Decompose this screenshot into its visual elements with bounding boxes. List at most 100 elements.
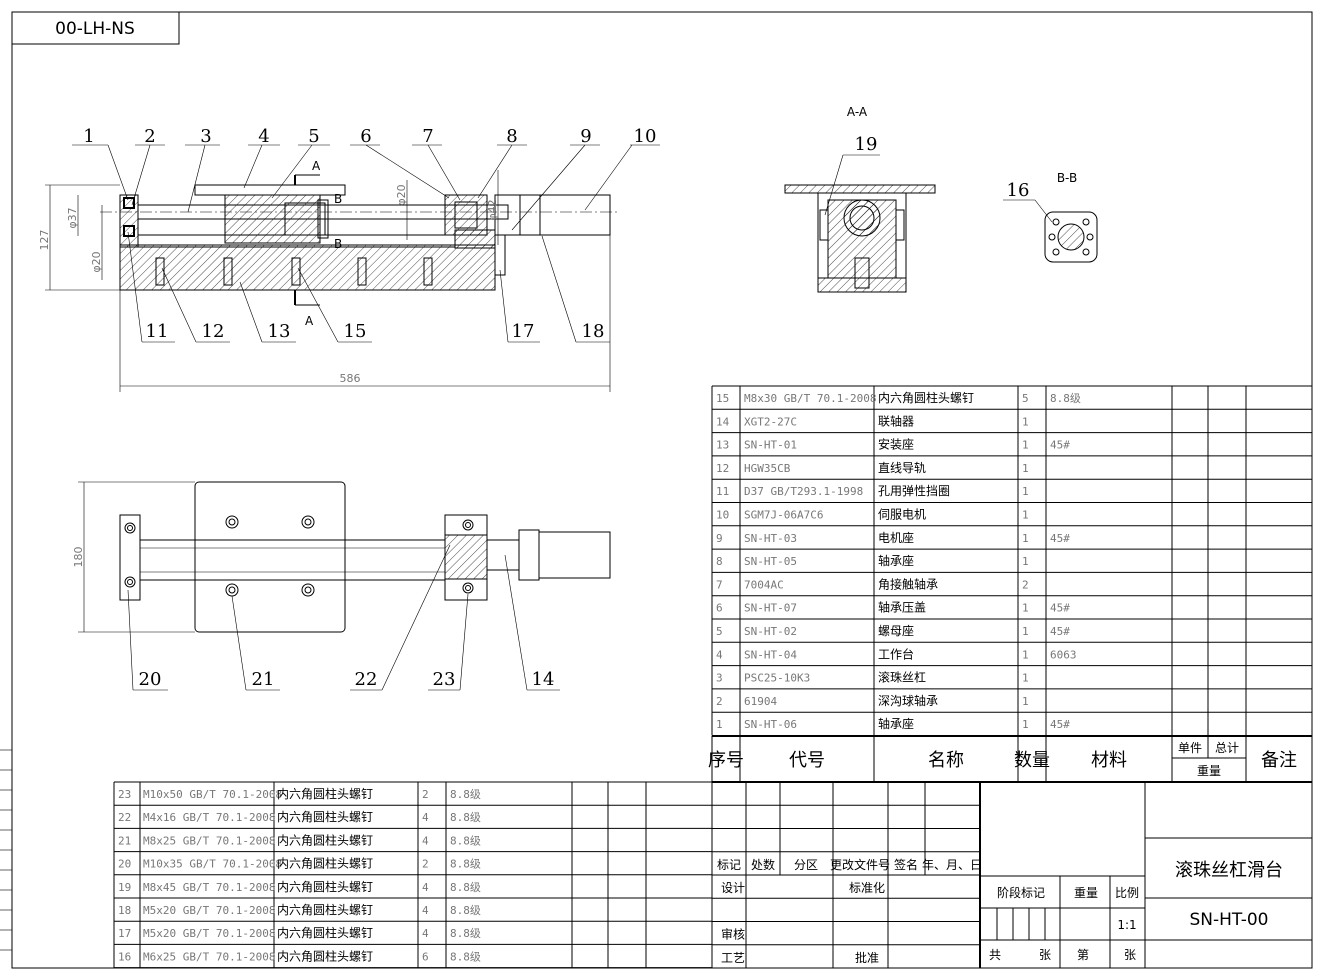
bom-name: 内六角圆柱头螺钉 xyxy=(277,856,373,871)
drawing-code: 00-LH-NS xyxy=(55,19,135,39)
dim-height: 127 xyxy=(38,230,51,251)
bom-no: 14 xyxy=(716,415,730,428)
bom-no: 15 xyxy=(716,392,729,405)
bom-name: 轴承压盖 xyxy=(878,600,926,615)
bom-material: 45# xyxy=(1050,718,1070,731)
header-qty: 数量 xyxy=(1014,750,1050,771)
bom-code: M10x35 GB/T 70.1-2008 xyxy=(143,858,282,871)
bom-qty: 1 xyxy=(1022,555,1029,568)
bom-name: 内六角圆柱头螺钉 xyxy=(277,786,373,801)
bom-material: 8.8级 xyxy=(450,811,481,824)
bom-no: 3 xyxy=(716,672,723,685)
header-weight: 重量 xyxy=(1197,764,1221,778)
bom-no: 22 xyxy=(118,811,131,824)
balloon-21: 21 xyxy=(252,669,275,690)
section-a-a-view: A-A 19 xyxy=(784,105,936,293)
bom-material: 8.8级 xyxy=(450,881,481,894)
balloon-15: 15 xyxy=(344,321,367,342)
bom-material: 45# xyxy=(1050,602,1070,615)
bom-name: 联轴器 xyxy=(878,413,914,428)
margin-ticks xyxy=(0,749,12,951)
section-bb-label: B-B xyxy=(1057,171,1077,185)
bom-header: 序号代号名称数量材料单件总计重量备注 xyxy=(708,735,1313,783)
bom-code: XGT2-27C xyxy=(744,415,797,428)
tb-sheet: 张 xyxy=(1124,948,1136,962)
bom-code: D37 GB/T293.1-1998 xyxy=(744,485,863,498)
bom-no: 18 xyxy=(118,904,131,917)
bom-qty: 2 xyxy=(422,858,429,871)
bom-no: 12 xyxy=(716,462,729,475)
tb-mark: 标记 xyxy=(717,858,741,872)
front-section-view: A A B B 127 φ37 φ20 φ20 φ42 586 xyxy=(38,126,660,392)
bom-no: 1 xyxy=(716,718,723,731)
mounting-base xyxy=(119,244,496,291)
bom-no: 16 xyxy=(118,950,131,963)
bom-no: 13 xyxy=(716,439,729,452)
tb-stage: 阶段标记 xyxy=(997,885,1045,900)
tb-weight: 重量 xyxy=(1074,886,1098,900)
worktable-top xyxy=(194,481,346,633)
balloon-5: 5 xyxy=(308,126,319,147)
bom-qty: 4 xyxy=(422,927,429,940)
tb-change-doc: 更改文件号 xyxy=(830,857,890,872)
header-remark: 备注 xyxy=(1261,750,1297,771)
header-name: 名称 xyxy=(928,750,964,771)
bom-code: SN-HT-02 xyxy=(744,625,797,638)
bom-material: 8.8级 xyxy=(450,904,481,917)
bom-code: SN-HT-07 xyxy=(744,602,797,615)
tb-review: 审核 xyxy=(721,927,745,942)
bom-code: SN-HT-03 xyxy=(744,532,797,545)
bom-name: 轴承座 xyxy=(878,716,914,731)
bom-material: 8.8级 xyxy=(450,834,481,847)
balloon-6: 6 xyxy=(360,126,371,147)
tb-drawing-no: SN-HT-00 xyxy=(1189,910,1268,930)
dim-d42: φ42 xyxy=(486,199,499,220)
bom-no: 5 xyxy=(716,625,723,638)
balloon-2: 2 xyxy=(144,126,155,147)
tb-title: 滚珠丝杠滑台 xyxy=(1175,860,1283,881)
balloon-10: 10 xyxy=(634,126,657,147)
title-block: 标记处数分区更改文件号签名年、月、日设计标准化审核工艺批准阶段标记重量比例1:1… xyxy=(711,781,1312,969)
bom-material: 45# xyxy=(1050,625,1070,638)
balloon-3: 3 xyxy=(200,126,211,147)
bom-no: 2 xyxy=(716,695,723,708)
tb-date: 年、月、日 xyxy=(922,858,982,872)
bom-code: SN-HT-04 xyxy=(744,648,797,661)
bom-code: M8x30 GB/T 70.1-2008 xyxy=(744,392,876,405)
bom-name: 轴承座 xyxy=(878,553,914,568)
balloon-11: 11 xyxy=(146,321,169,342)
dim-length: 586 xyxy=(340,372,361,385)
balloon-4: 4 xyxy=(258,126,269,147)
balloon-22: 22 xyxy=(355,669,378,690)
bom-qty: 6 xyxy=(422,950,429,963)
bom-name: 内六角圆柱头螺钉 xyxy=(277,902,373,917)
balloon-13: 13 xyxy=(268,321,291,342)
bom-name: 内六角圆柱头螺钉 xyxy=(878,390,974,405)
tb-count: 处数 xyxy=(751,857,775,872)
bom-no: 6 xyxy=(716,602,723,615)
bom-no: 20 xyxy=(118,858,131,871)
bom-name: 内六角圆柱头螺钉 xyxy=(277,948,373,963)
bom-material: 45# xyxy=(1050,532,1070,545)
dim-d20: φ20 xyxy=(90,251,103,272)
bom-name: 内六角圆柱头螺钉 xyxy=(277,879,373,894)
bom-qty: 4 xyxy=(422,811,429,824)
bom-material: 8.8级 xyxy=(450,927,481,940)
bom-code: M5x20 GB/T 70.1-2008 xyxy=(143,927,275,940)
bom-code: SN-HT-06 xyxy=(744,718,797,731)
bom-no: 7 xyxy=(716,578,723,591)
tb-design: 设计 xyxy=(721,881,745,895)
bom-qty: 1 xyxy=(1022,532,1029,545)
